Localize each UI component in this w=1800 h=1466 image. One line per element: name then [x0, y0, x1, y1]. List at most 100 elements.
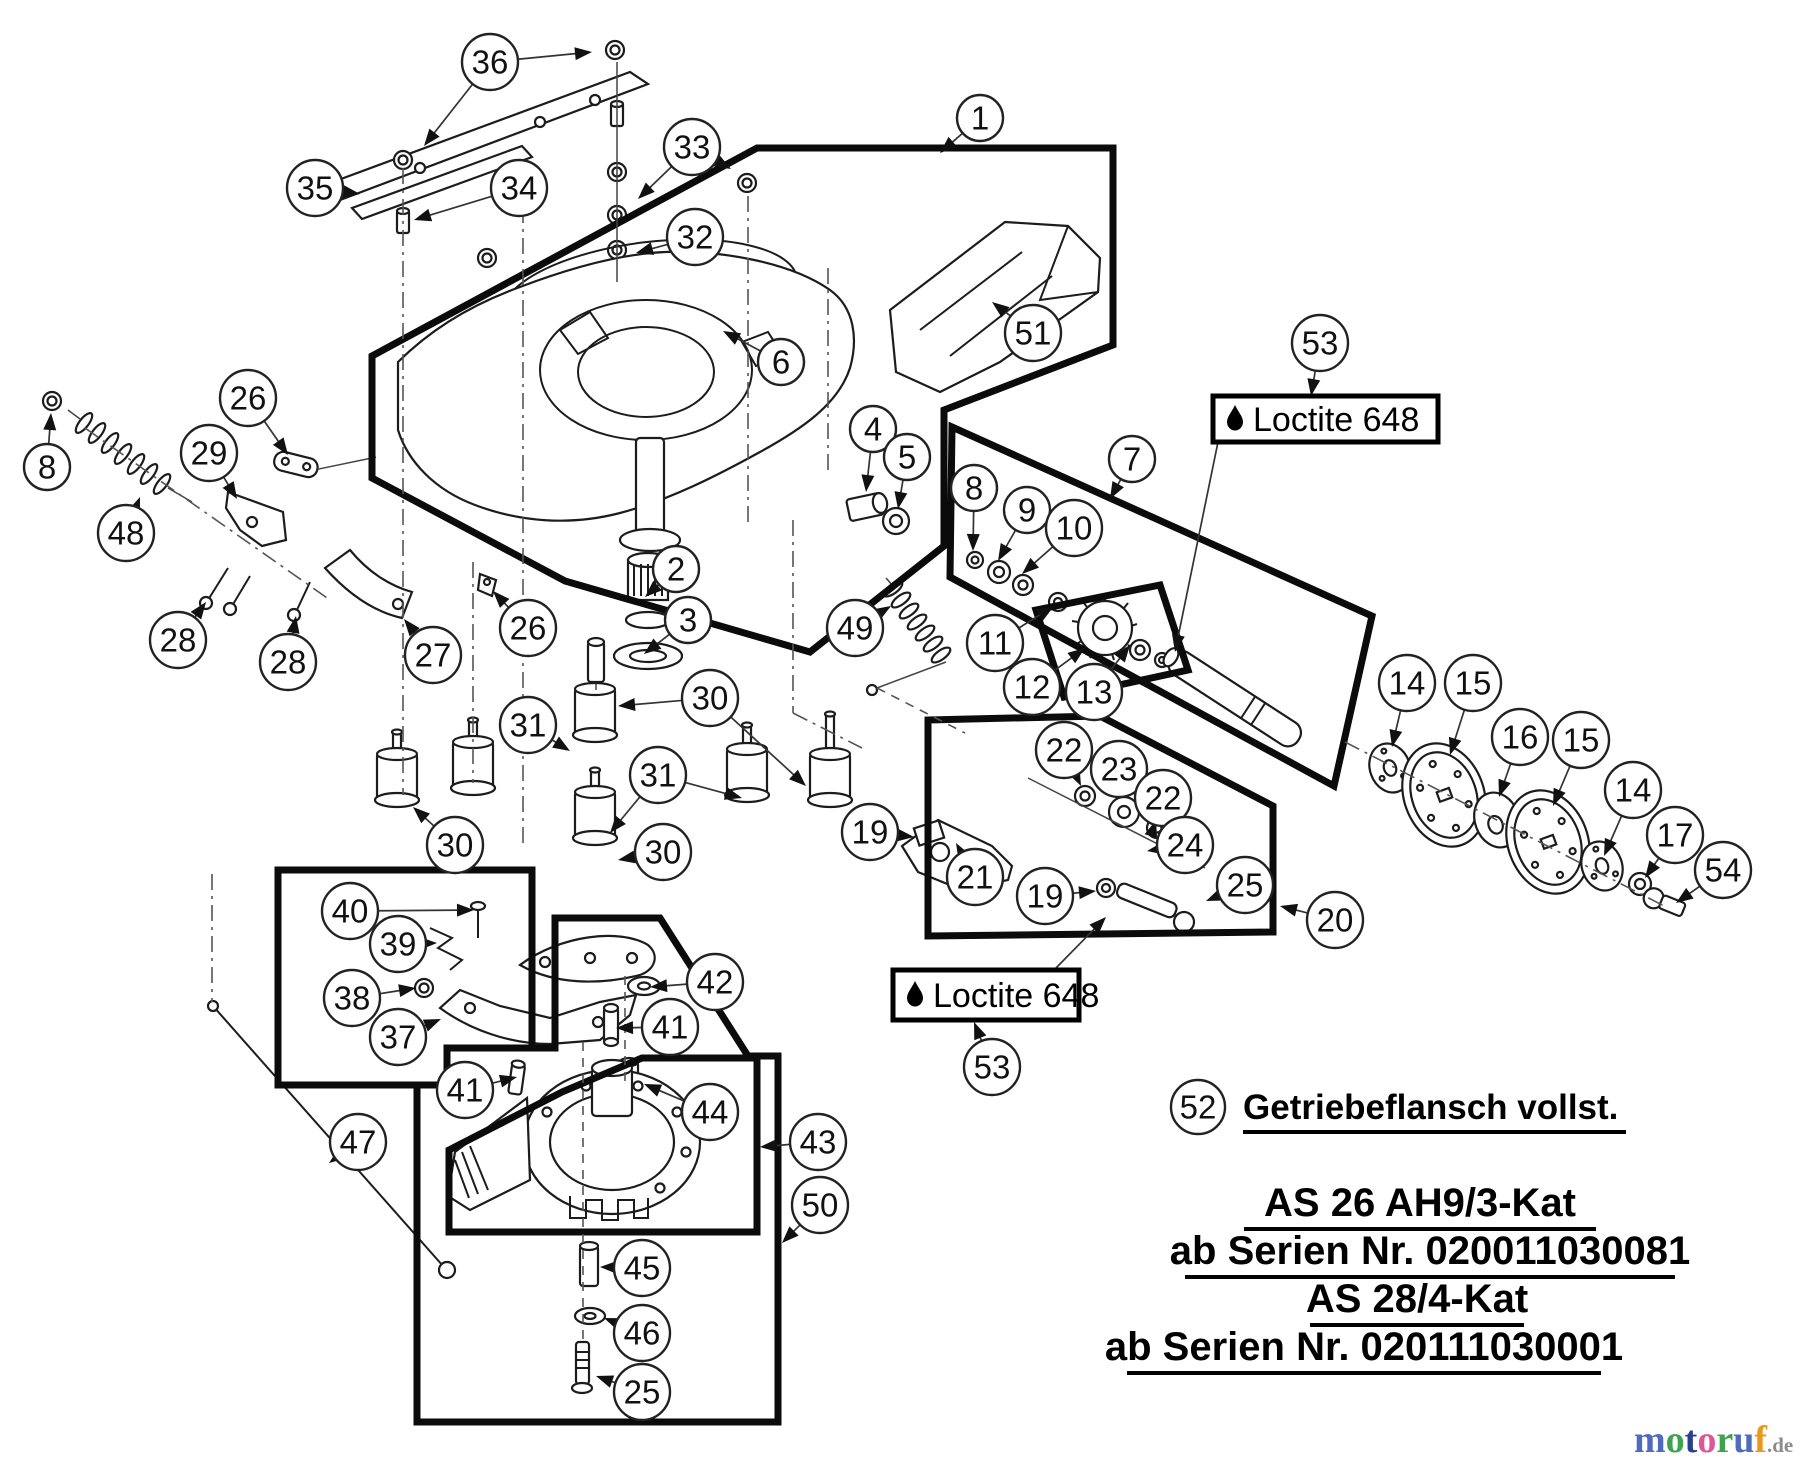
part-clip-39 [429, 927, 464, 971]
callout-9: 9 [998, 485, 1052, 561]
callout-51: 51 [992, 302, 1063, 363]
part-washer-46 [573, 1306, 607, 1326]
callout-40: 40 [320, 881, 474, 941]
svg-text:52: 52 [1180, 1089, 1217, 1126]
part-washer5 [881, 506, 911, 536]
callout-3: 3 [644, 595, 713, 654]
callout-number: 40 [332, 893, 369, 930]
callout-number: 43 [800, 1124, 837, 1161]
callout-number: 14 [1389, 665, 1426, 702]
watermark-motoruf: motoruf.de [1634, 1419, 1793, 1461]
callout-30: 30 [413, 807, 485, 875]
callout-number: 30 [692, 680, 729, 717]
callout-number: 19 [1027, 878, 1064, 915]
callout-43: 43 [760, 1112, 848, 1172]
callout-53: 53 [962, 1022, 1022, 1097]
center-line [1344, 741, 1669, 909]
center-line [792, 712, 863, 749]
callout-number: 30 [437, 827, 474, 864]
callout-4: 4 [848, 404, 898, 492]
callout-10: 10 [1022, 498, 1104, 574]
legend-title: Getriebeflansch vollst. [1243, 1088, 1618, 1127]
svg-text:AS 28/4-Kat: AS 28/4-Kat [1306, 1277, 1528, 1321]
part-bolts-28 [198, 567, 311, 623]
part-shaft [1162, 647, 1303, 748]
callout-number: 22 [1046, 732, 1083, 769]
callout-number: 11 [978, 625, 1012, 662]
callout-number: 53 [974, 1049, 1011, 1086]
callout-number: 35 [297, 170, 334, 207]
callout-number: 37 [380, 1019, 417, 1056]
callout-number: 4 [864, 411, 882, 448]
svg-text:ab Serien Nr. 020011030081: ab Serien Nr. 020011030081 [1170, 1229, 1690, 1273]
callout-26: 26 [493, 591, 558, 658]
callout-5: 5 [882, 432, 932, 509]
callout-32: 32 [636, 207, 725, 267]
callout-28: 28 [148, 602, 208, 670]
callout-22: 22 [1034, 720, 1094, 786]
callout-number: 27 [415, 637, 452, 674]
part-seal [612, 641, 684, 671]
callout-25: 25 [596, 1362, 672, 1422]
group-box-7 [946, 421, 1377, 792]
callout-number: 48 [108, 515, 145, 552]
loctite-text: Loctite 648 [1253, 401, 1419, 439]
part-bracket-27 [323, 548, 414, 620]
part-bolt-25 [570, 1340, 594, 1395]
callout-number: 54 [1705, 852, 1742, 889]
callout-number: 13 [1076, 674, 1113, 711]
callout-48: 48 [96, 497, 156, 563]
callout-number: 15 [1455, 665, 1492, 702]
callout-number: 19 [852, 814, 889, 851]
part-top-fasteners [392, 39, 758, 269]
callout-number: 25 [624, 1374, 661, 1411]
callout-number: 30 [645, 834, 682, 871]
nut-icon [476, 247, 498, 269]
callout-number: 5 [898, 439, 916, 476]
callout-20: 20 [1280, 890, 1365, 950]
callout-14: 14 [1603, 760, 1663, 856]
rubber-mount-icon [373, 728, 421, 809]
callout-number: 6 [772, 344, 790, 381]
rubber-mount-icon [806, 710, 854, 809]
callout-number: 26 [230, 380, 267, 417]
callout-number: 41 [652, 1009, 689, 1046]
nut-icon [736, 172, 758, 194]
callout-number: 16 [1502, 719, 1539, 756]
callout-46: 46 [604, 1303, 672, 1363]
nut-icon [392, 149, 414, 171]
droplet-icon [1227, 405, 1243, 431]
callout-21: 21 [945, 843, 1005, 907]
nut-icon [604, 39, 626, 61]
part-washers-8-9-10 [965, 550, 1035, 597]
callout-number: 46 [624, 1315, 661, 1352]
callout-13: 13 [1064, 645, 1130, 722]
callout-30: 30 [618, 822, 693, 882]
callout-12: 12 [1002, 648, 1085, 717]
callout-38: 38 [322, 968, 416, 1028]
callout-number: 28 [160, 622, 197, 659]
callout-number: 51 [1015, 315, 1052, 352]
group-box-20 [924, 712, 1277, 940]
callout-number: 23 [1101, 751, 1138, 788]
callout-25: 25 [1206, 855, 1275, 915]
callout-8: 8 [22, 413, 72, 492]
callout-15: 15 [1551, 710, 1611, 806]
group-box-43 [445, 1054, 761, 1236]
part-disc-train [1368, 742, 1687, 917]
center-line [84, 427, 331, 601]
callout-number: 42 [697, 964, 734, 1001]
callout-number: 45 [624, 1250, 661, 1287]
part-bushing [845, 492, 889, 522]
part-nut-38 [413, 977, 435, 999]
model-line-3: AS 28/4-Kat [1306, 1277, 1528, 1327]
callout-number: 22 [1145, 780, 1182, 817]
callout-number: 44 [692, 1094, 729, 1131]
callout-47: 47 [328, 1112, 388, 1172]
callout-7: 7 [1107, 434, 1157, 499]
callout-6: 6 [723, 331, 806, 387]
callout-number: 47 [340, 1124, 377, 1161]
callout-number: 38 [334, 980, 371, 1017]
model-line-2: ab Serien Nr. 020011030081 [1170, 1229, 1690, 1279]
callout-number: 2 [667, 551, 685, 588]
